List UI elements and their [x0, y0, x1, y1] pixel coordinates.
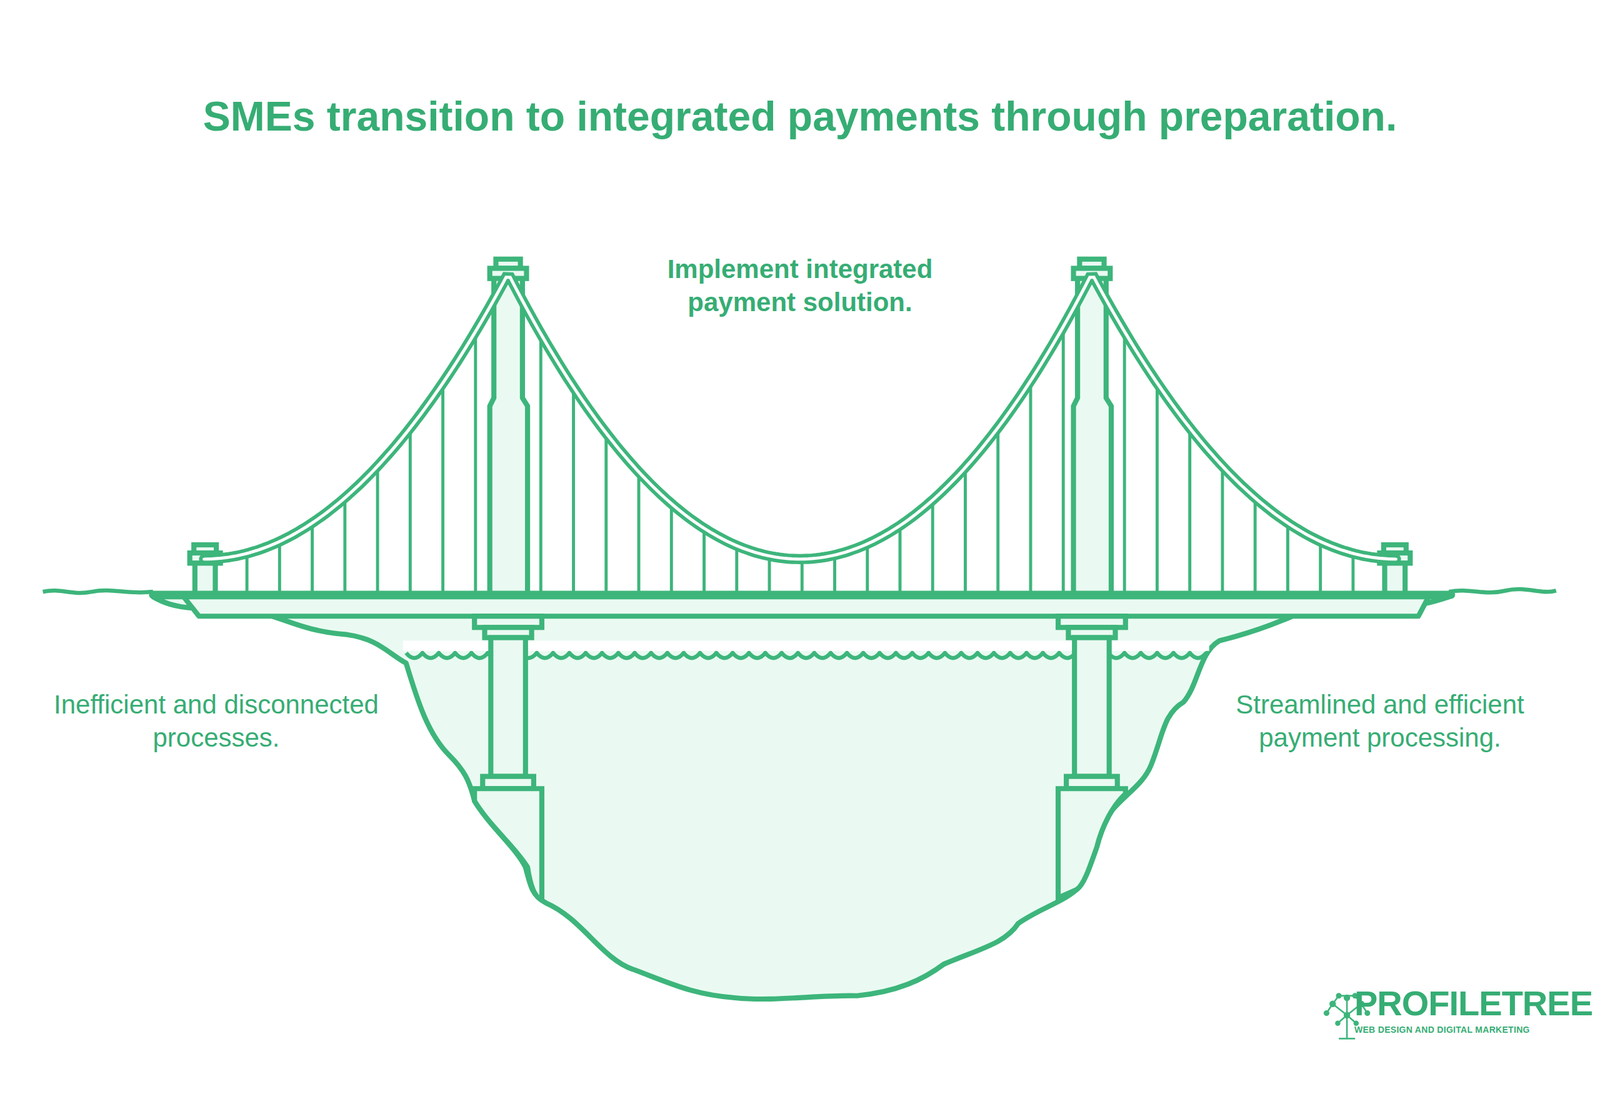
suspender — [931, 503, 935, 592]
suspender — [996, 430, 1000, 592]
suspender — [473, 334, 477, 592]
suspender — [310, 526, 314, 592]
logo-wordmark: PROFILETREE — [1354, 986, 1593, 1022]
suspender — [702, 531, 706, 592]
suspender — [670, 506, 674, 592]
suspender — [865, 546, 869, 592]
gorge — [153, 596, 1449, 1000]
ground-left — [43, 590, 154, 594]
logo-tagline: WEB DESIGN AND DIGITAL MARKETING — [1354, 1025, 1530, 1036]
suspender — [735, 548, 739, 592]
suspender — [1061, 330, 1065, 593]
pier-left — [474, 616, 542, 900]
main-cable — [204, 277, 1397, 560]
suspender — [833, 558, 837, 592]
suspender — [1029, 383, 1033, 592]
suspender — [539, 336, 543, 592]
suspender — [604, 436, 608, 592]
end-label: Streamlined and efficient payment proces… — [1186, 688, 1574, 755]
suspender — [1318, 544, 1322, 592]
suspender — [898, 528, 902, 592]
tower-right — [1073, 259, 1112, 595]
anchor-left — [190, 545, 221, 594]
logo: PROFILETREE WEB DESIGN AND DIGITAL MARKET… — [1354, 986, 1593, 1036]
suspender — [1253, 501, 1257, 592]
suspender — [1351, 556, 1355, 592]
suspender — [441, 386, 445, 592]
anchor-right — [1379, 545, 1410, 594]
suspender — [1220, 469, 1224, 592]
suspender — [343, 501, 347, 592]
suspender — [1155, 386, 1159, 592]
suspender — [637, 475, 641, 592]
pier-right — [1058, 616, 1126, 899]
suspender — [245, 556, 249, 592]
ground-right — [1448, 589, 1556, 593]
start-label: Inefficient and disconnected processes. — [35, 688, 398, 755]
main-cable-core — [204, 277, 1397, 560]
deck-underside — [183, 596, 1429, 617]
suspender — [571, 390, 575, 592]
suspender-cables — [246, 330, 1354, 593]
suspender — [1123, 334, 1127, 592]
suspender — [278, 544, 282, 592]
suspender — [768, 559, 772, 592]
suspender — [800, 562, 804, 592]
suspender — [1286, 526, 1290, 592]
suspender — [376, 469, 380, 592]
suspender — [408, 431, 412, 593]
step-label: Implement integrated payment solution. — [621, 253, 979, 319]
suspender — [1188, 431, 1192, 593]
diagram-title: SMEs transition to integrated payments t… — [0, 92, 1600, 140]
deck — [153, 590, 1452, 599]
suspender — [963, 470, 967, 592]
